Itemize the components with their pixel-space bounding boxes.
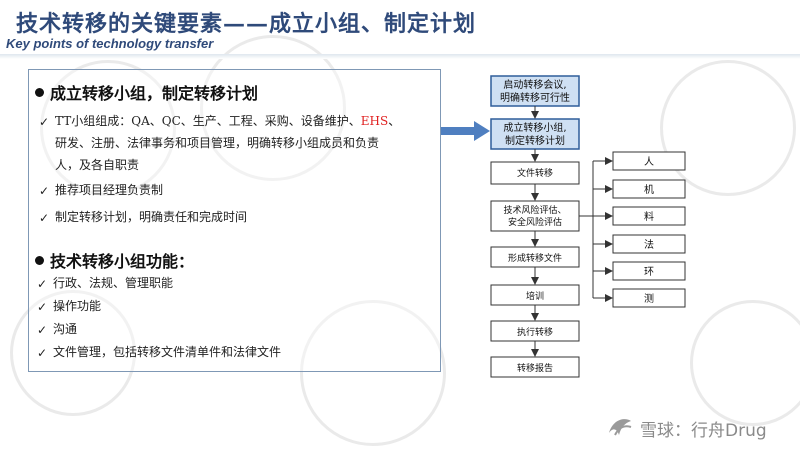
flow-step-report xyxy=(490,356,580,378)
section1-item-1: TT小组组成：QA、QC、生产、工程、采购、设备维护、EHS、 研发、注册、法律… xyxy=(55,114,401,172)
section2-heading: 技术转移小组功能： xyxy=(35,248,194,272)
page-subtitle: Key points of technology transfer xyxy=(6,36,214,51)
watermark-circle xyxy=(660,60,796,196)
factor-box-measurement xyxy=(612,288,686,308)
flow-box-team-line2: 制定转移计划 xyxy=(505,134,565,147)
title-divider xyxy=(0,54,800,59)
factor-method-label: 法 xyxy=(644,238,654,251)
check-icon: ✓ xyxy=(37,300,48,314)
check-icon: ✓ xyxy=(37,346,48,360)
watermark-circle xyxy=(40,60,176,196)
flow-step-risk-line1: 技术风险评估、 xyxy=(503,204,566,216)
page-title: 技术转移的关键要素——成立小组、制定计划 xyxy=(16,11,477,37)
snowball-logo-icon xyxy=(609,419,632,436)
watermark-circle xyxy=(10,290,136,416)
flow-step-execute-label: 执行转移 xyxy=(517,326,553,338)
section2-item: 行政、法规、管理职能 xyxy=(53,276,174,290)
watermark-circle xyxy=(300,300,446,446)
bullet-icon xyxy=(35,88,44,97)
flow-box-team-line1: 成立转移小组, xyxy=(503,121,566,134)
flow-box-start-line2: 明确转移可行性 xyxy=(500,91,570,104)
footer-brand: 雪球：行舟Drug xyxy=(640,421,767,441)
flow-step-risk-line2: 安全风险评估 xyxy=(508,216,562,228)
factor-box-environment xyxy=(612,261,686,281)
factor-material-label: 料 xyxy=(644,210,654,223)
check-icon: ✓ xyxy=(37,277,48,291)
flow-box-start-line1: 启动转移会议, xyxy=(503,78,566,91)
factor-box-person xyxy=(612,151,686,171)
section2-item: 沟通 xyxy=(53,322,78,336)
factor-person-label: 人 xyxy=(644,156,654,168)
factor-environment-label: 环 xyxy=(644,267,654,278)
check-icon: ✓ xyxy=(39,184,50,198)
watermark-circle xyxy=(200,35,346,181)
bullet-icon xyxy=(35,256,44,265)
section1-item-3: 制定转移计划，明确责任和完成时间 xyxy=(55,210,248,224)
flow-box-team xyxy=(490,118,580,150)
watermark-circle xyxy=(690,300,800,426)
check-icon: ✓ xyxy=(37,323,48,337)
factor-box-material xyxy=(612,206,686,226)
flow-step-risk xyxy=(490,200,580,232)
flow-step-training-label: 培训 xyxy=(526,290,544,302)
ehs-highlight: EHS xyxy=(360,114,389,128)
factor-box-method xyxy=(612,234,686,254)
content-box: 成立转移小组，制定转移计划 ✓ TT小组组成：QA、QC、生产、工程、采购、设备… xyxy=(28,69,441,372)
factor-box-machine xyxy=(612,179,686,199)
section2-item: 操作功能 xyxy=(53,299,102,313)
section1-heading: 成立转移小组，制定转移计划 xyxy=(35,80,258,104)
check-icon: ✓ xyxy=(39,211,50,225)
pointer-arrow xyxy=(441,121,490,141)
section1-item-2: 推荐项目经理负责制 xyxy=(55,183,164,197)
flow-step-docs-label: 形成转移文件 xyxy=(508,252,562,264)
factor-machine-label: 机 xyxy=(644,183,654,196)
flow-step-report-label: 转移报告 xyxy=(517,362,553,374)
section2-item: 文件管理，包括转移文件清单件和法律文件 xyxy=(53,345,282,359)
flow-step-file-label: 文件转移 xyxy=(517,167,553,179)
check-icon: ✓ xyxy=(39,115,50,129)
factor-measurement-label: 测 xyxy=(644,292,654,305)
